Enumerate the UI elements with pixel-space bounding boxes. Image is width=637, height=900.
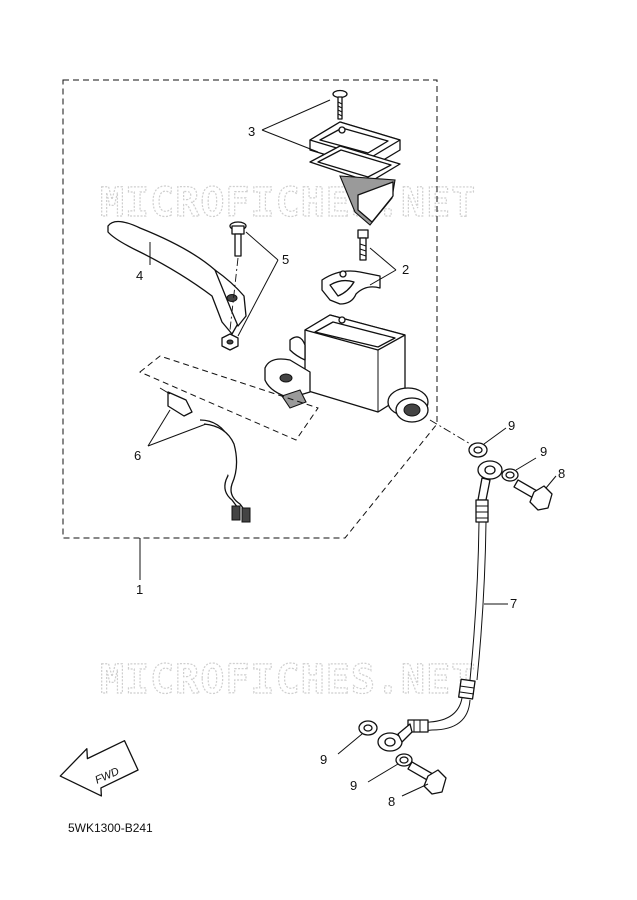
- holder-bolt: [357, 229, 369, 261]
- callout-9d: 9: [350, 778, 357, 793]
- lever-bolt: [229, 221, 247, 257]
- callout-8a: 8: [558, 466, 565, 481]
- banjo-centerline-top: [429, 419, 473, 446]
- copper-washer-bottom-b: [395, 753, 413, 767]
- lever-bolt-group: 5: [221, 221, 289, 351]
- union-bolt-top: [513, 479, 553, 511]
- callout-2: 2: [402, 262, 409, 277]
- callout-1: 1: [136, 582, 143, 597]
- diaphragm: [309, 145, 401, 226]
- callout-9d-leader: [367, 763, 399, 783]
- callout-2-leader-b: [369, 269, 397, 286]
- lower-fittings: 9 9 8: [320, 720, 447, 809]
- upper-fittings: 9 9 8: [468, 418, 565, 511]
- copper-washer-bottom-a: [358, 720, 378, 736]
- callout-5: 5: [282, 252, 289, 267]
- copper-washer-top-a: [468, 442, 488, 458]
- copper-washer-top-b: [501, 468, 519, 482]
- lever-nut: [221, 333, 239, 351]
- assembly-boundary: [62, 79, 438, 539]
- callout-5-leader-b: [237, 259, 279, 337]
- callout-3-leader-a: [261, 129, 319, 153]
- callout-8b-leader: [401, 783, 429, 797]
- brake-lever: 4: [107, 220, 247, 335]
- callout-6-leader-b: [147, 423, 207, 447]
- callout-6: 6: [134, 448, 141, 463]
- callout-9a: 9: [508, 418, 515, 433]
- forward-direction-arrow: FWD: [59, 740, 139, 797]
- callout-9b-leader: [515, 457, 537, 471]
- callout-9c: 9: [320, 752, 327, 767]
- diagram-code: 5WK1300-B241: [68, 821, 153, 835]
- callout-9c-leader: [337, 733, 363, 755]
- switch-subassembly-boundary: [139, 355, 319, 441]
- callout-4: 4: [136, 268, 143, 283]
- callout-9b: 9: [540, 444, 547, 459]
- reservoir-cap-group: 3: [248, 89, 401, 226]
- callout-8a-leader: [545, 475, 557, 489]
- callout-6-leader-a: [147, 409, 171, 447]
- callout-3-leader-b: [261, 99, 331, 131]
- lever-bolt-centerline: [229, 257, 239, 331]
- handlebar-clamp: [321, 270, 381, 305]
- cap-screw: [332, 89, 348, 120]
- callout-2-leader-a: [369, 247, 397, 271]
- brake-switch: [159, 387, 251, 523]
- callout-3: 3: [248, 124, 255, 139]
- callout-5-leader-a: [245, 231, 279, 261]
- brake-hose: 7: [377, 460, 517, 752]
- holder-group: 2: [321, 229, 409, 305]
- watermark-top: MICROFICHES.NET: [100, 180, 476, 226]
- union-bolt-bottom: [407, 761, 447, 795]
- brake-switch-group: 6: [134, 355, 319, 523]
- callout-7: 7: [510, 596, 517, 611]
- watermark-bottom: MICROFICHES.NET: [100, 657, 476, 703]
- callout-9a-leader: [483, 427, 507, 445]
- master-cylinder-body: [264, 314, 429, 423]
- callout-8b: 8: [388, 794, 395, 809]
